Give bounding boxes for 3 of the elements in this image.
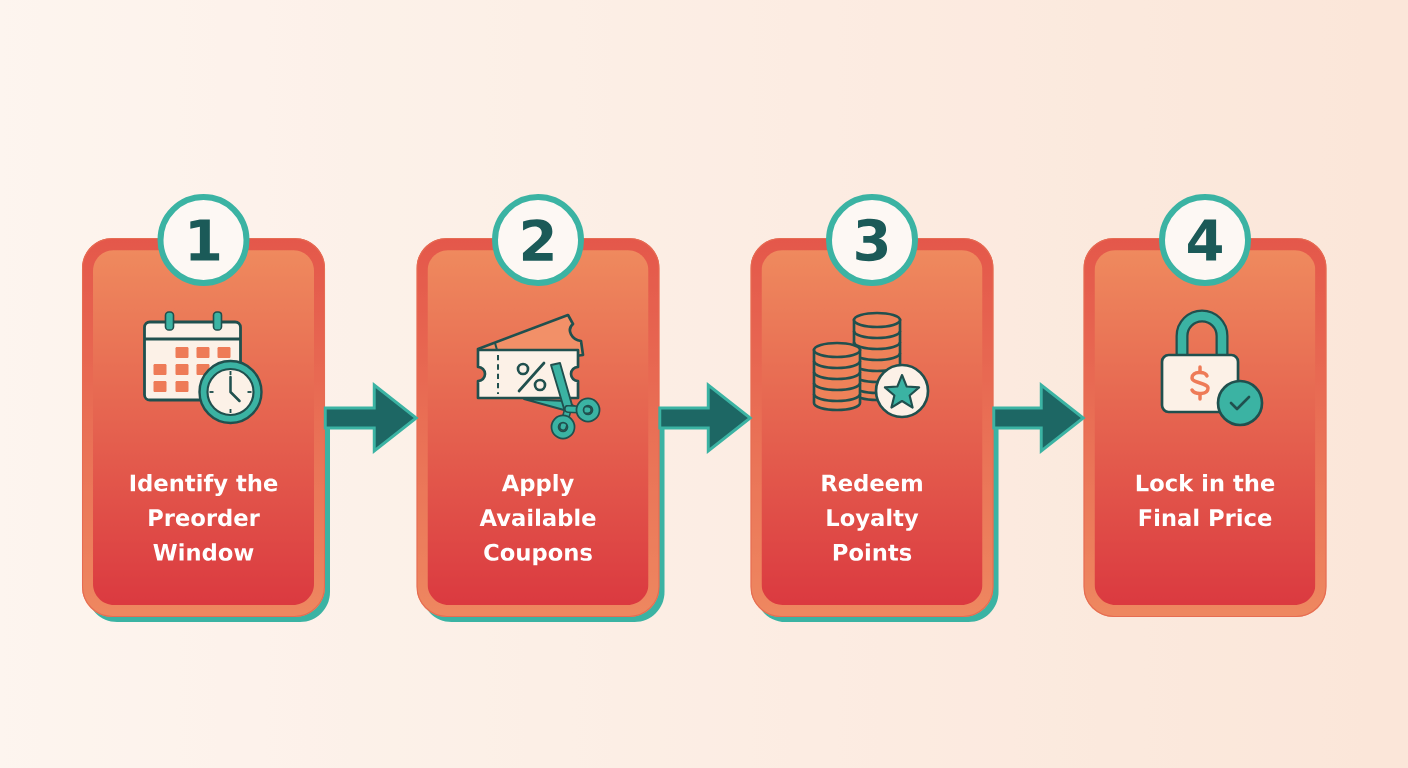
- arrow: [658, 381, 753, 454]
- arrow: [992, 381, 1086, 454]
- arrow: [323, 381, 419, 454]
